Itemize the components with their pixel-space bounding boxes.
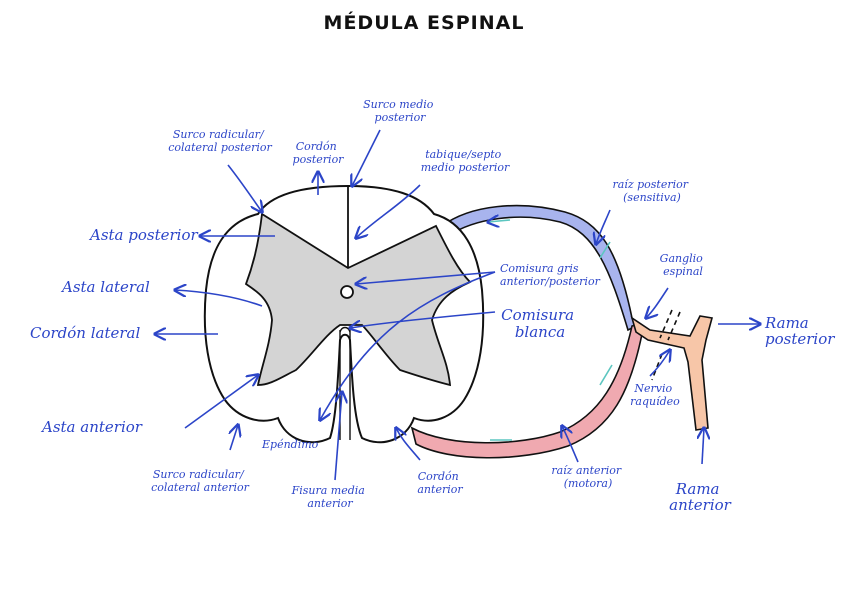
label-comisura-blanca: Comisura blanca [501,306,579,341]
label-asta-posterior: Asta posterior [88,226,199,244]
label-tabique: tabique/septo medio posterior [421,148,510,174]
label-cordon-lateral: Cordón lateral [30,324,140,342]
label-asta-anterior: Asta anterior [40,418,143,436]
label-surco-medio-posterior: Surco medio posterior [363,98,437,124]
label-raiz-anterior: raíz anterior (motora) [551,464,624,490]
label-rama-posterior: Rama posterior [764,314,835,348]
label-nervio-raquideo: Nervio raquídeo [630,382,680,408]
label-cordon-anterior: Cordón anterior [417,470,463,496]
label-ependimo: Epéndimo [261,438,319,451]
label-cordon-posterior: Cordón posterior [293,140,345,166]
page-title: MÉDULA ESPINAL [323,12,525,34]
label-ganglio-espinal: Ganglio espinal [660,252,707,278]
label-comisura-gris: Comisura gris anterior/posterior [500,262,601,288]
spinal-nerve [630,315,714,431]
label-surco-radicular-anterior: Surco radicular/ colateral anterior [151,468,250,494]
label-raiz-posterior: raíz posterior (sensitiva) [612,178,691,204]
label-rama-anterior: Rama anterior [669,480,732,514]
central-canal [340,285,354,299]
label-surco-radicular-posterior: Surco radicular/ colateral posterior [168,128,272,154]
label-asta-lateral: Asta lateral [60,278,150,296]
label-fisura-media-anterior: Fisura media anterior [291,484,369,510]
